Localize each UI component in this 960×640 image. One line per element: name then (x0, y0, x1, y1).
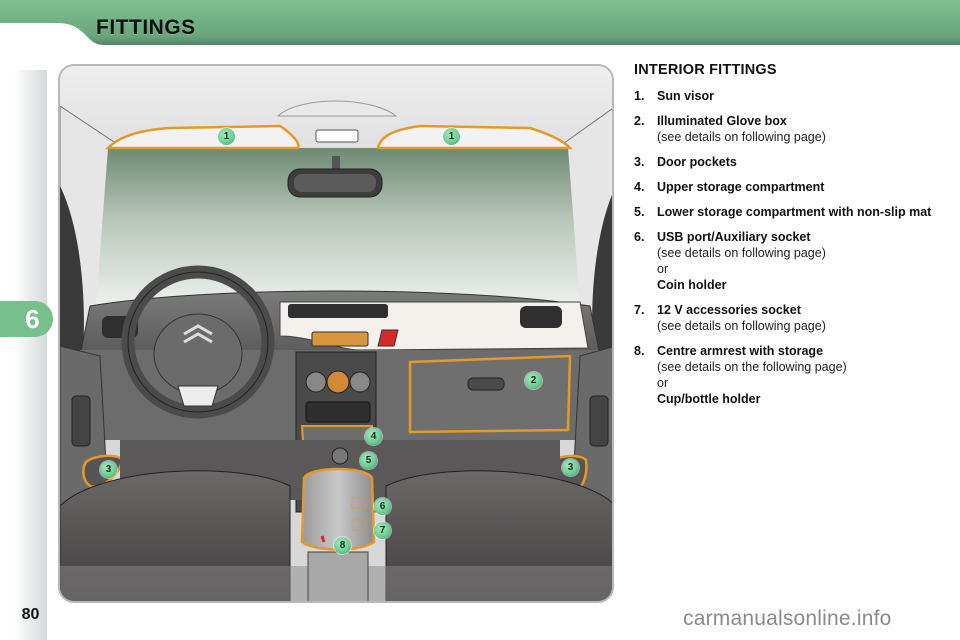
callout-marker: 1 (218, 128, 235, 145)
list-item: 3. Door pockets (634, 154, 934, 170)
item-label: Door pockets (657, 155, 737, 169)
fittings-list: INTERIOR FITTINGS 1. Sun visor 2. Illuminat… (634, 62, 934, 416)
side-strip (14, 70, 47, 640)
list-item: 7. 12 V accessories socket (see details on… (634, 302, 934, 334)
callout-marker: 3 (100, 461, 117, 478)
car-interior-drawing (60, 66, 612, 601)
item-label: Lower storage compartment with non-slip … (657, 205, 932, 219)
item-alternative: Cup/bottle holder (657, 392, 761, 406)
list-item: 5. Lower storage compartment with non-sli… (634, 204, 934, 220)
chapter-number: 6 (25, 303, 40, 334)
list-item: 2. Illuminated Glove box (see details on f… (634, 113, 934, 145)
item-number: 1. (634, 89, 645, 103)
item-number: 6. (634, 230, 645, 244)
item-label: Upper storage compartment (657, 180, 825, 194)
item-number: 7. (634, 303, 645, 317)
item-number: 5. (634, 205, 645, 219)
header-band-shape (0, 0, 960, 45)
item-note: (see details on following page) (657, 130, 826, 144)
list-item-heading: 1. Sun visor (634, 88, 934, 104)
item-label: USB port/Auxiliary socket (657, 230, 811, 244)
callout-marker: 4 (365, 428, 382, 445)
callout-marker: 1 (443, 128, 460, 145)
item-label: Sun visor (657, 89, 714, 103)
item-note: (see details on the following page) (657, 360, 847, 374)
list-item-heading: 7. 12 V accessories socket (634, 302, 934, 318)
list-item-heading: 2. Illuminated Glove box (634, 113, 934, 129)
item-number: 8. (634, 344, 645, 358)
callout-marker: 5 (360, 452, 377, 469)
list-item: 1. Sun visor (634, 88, 934, 104)
list-item: 4. Upper storage compartment (634, 179, 934, 195)
list-item-heading: 5. Lower storage compartment with non-sli… (634, 204, 934, 220)
item-label: Centre armrest with storage (657, 344, 824, 358)
list-item-heading: 6. USB port/Auxiliary socket (634, 229, 934, 245)
callout-marker: 7 (374, 522, 391, 539)
item-note: (see details on following page) (657, 319, 826, 333)
list-item-heading: 3. Door pockets (634, 154, 934, 170)
page-title: FITTINGS (96, 16, 196, 39)
item-alternative: Coin holder (657, 278, 727, 292)
section-title: INTERIOR FITTINGS (634, 62, 777, 78)
interior-illustration: 1 1 2 3 3 4 5 6 7 8 (58, 64, 614, 603)
item-label: 12 V accessories socket (657, 303, 801, 317)
list-item-heading: 8. Centre armrest with storage (634, 343, 934, 359)
chapter-tab: 6 (0, 301, 53, 337)
callout-marker: 2 (525, 372, 542, 389)
list-item: 8. Centre armrest with storage (see detail… (634, 343, 934, 407)
callout-marker: 3 (562, 459, 579, 476)
item-label: Illuminated Glove box (657, 114, 787, 128)
item-note: or (657, 262, 669, 276)
item-number: 4. (634, 180, 645, 194)
callout-marker: 8 (334, 537, 351, 554)
callout-marker: 6 (374, 498, 391, 515)
list-item-heading: 4. Upper storage compartment (634, 179, 934, 195)
page-number: 80 (21, 606, 40, 623)
item-number: 3. (634, 155, 645, 169)
item-note: or (657, 376, 669, 390)
item-number: 2. (634, 114, 645, 128)
item-note: (see details on following page) (657, 246, 826, 260)
page-header: FITTINGS (0, 0, 960, 46)
watermark: carmanualsonline.info (683, 607, 892, 630)
list-item: 6. USB port/Auxiliary socket (see details … (634, 229, 934, 293)
